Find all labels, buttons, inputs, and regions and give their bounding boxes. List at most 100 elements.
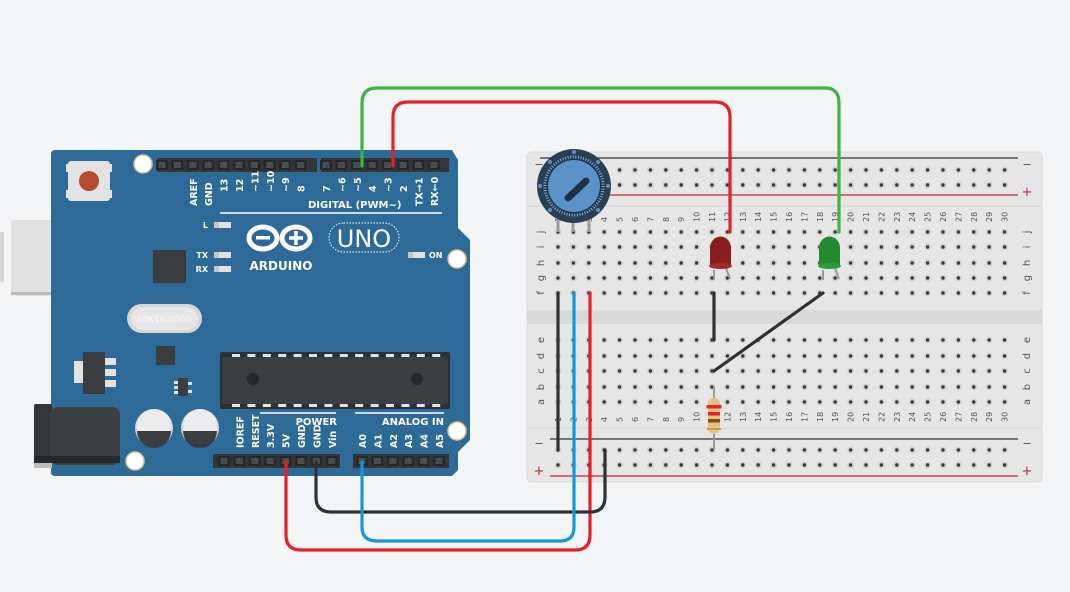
- digital-pin-4[interactable]: [366, 160, 379, 170]
- column-label: 9: [677, 217, 686, 222]
- digital-pin-aref[interactable]: [186, 160, 199, 170]
- digital-header[interactable]: [156, 158, 449, 172]
- column-label: 23: [893, 412, 902, 422]
- chip-pin: [247, 354, 256, 357]
- pin-label: IOREF: [235, 416, 246, 448]
- digital-pin-9[interactable]: [279, 160, 292, 170]
- power-header[interactable]: [213, 454, 340, 468]
- column-label: 30: [1001, 212, 1010, 222]
- arduino-uno-board[interactable]: SPK16.000G: [0, 150, 470, 476]
- black-wire-green-led[interactable]: [712, 291, 825, 373]
- power-pin-gnd[interactable]: [295, 456, 307, 466]
- row-label: g: [536, 275, 547, 281]
- column-label: 10: [693, 412, 702, 422]
- capacitor: [181, 409, 219, 448]
- led-rx: RX: [196, 265, 231, 274]
- column-label: 19: [831, 212, 840, 222]
- digital-pin-tx1[interactable]: [412, 160, 425, 170]
- potentiometer-knob[interactable]: [548, 160, 600, 212]
- digital-pin-6[interactable]: [335, 160, 348, 170]
- column-label: 28: [970, 412, 979, 422]
- pin-label: A5: [435, 434, 446, 448]
- pin-label: 12: [235, 179, 246, 192]
- row-label: g: [1022, 275, 1033, 281]
- transistor: [174, 378, 192, 396]
- top-rail-minus-label-right: −: [1022, 158, 1031, 171]
- row-label: j: [1022, 231, 1033, 235]
- pin-label: A0: [358, 434, 369, 448]
- column-label: 15: [770, 212, 779, 222]
- green-wire[interactable]: [360, 86, 841, 234]
- column-label: 10: [693, 212, 702, 222]
- chip-pin: [262, 354, 271, 357]
- pin-label: 5V: [282, 433, 293, 448]
- power-pin-spare[interactable]: [218, 456, 230, 466]
- svg-text:ARDUINO: ARDUINO: [250, 259, 313, 273]
- column-label: 21: [862, 412, 871, 422]
- red-wire-signal[interactable]: [391, 100, 732, 234]
- column-label: 21: [862, 212, 871, 222]
- row-label: c: [536, 368, 547, 374]
- chip-pin: [278, 404, 287, 407]
- led-red[interactable]: [709, 236, 732, 280]
- analog-header[interactable]: [353, 454, 449, 468]
- pin-label: RX←0: [430, 176, 441, 206]
- column-label: 27: [954, 412, 963, 422]
- column-label: 18: [816, 212, 825, 222]
- column-label: 29: [985, 212, 994, 222]
- top-rail-minus-label-left: −: [534, 158, 543, 171]
- black-wire-gnd[interactable]: [314, 448, 607, 514]
- mount-hole: [133, 154, 153, 174]
- power-pin-reset[interactable]: [248, 456, 261, 466]
- analog-pin-a4[interactable]: [417, 456, 430, 466]
- power-pin-33v[interactable]: [264, 456, 277, 466]
- digital-pin-10[interactable]: [263, 160, 276, 170]
- potentiometer[interactable]: [537, 149, 611, 232]
- row-label: b: [536, 384, 547, 390]
- column-label: 26: [939, 412, 948, 422]
- column-label: 24: [908, 412, 917, 422]
- digital-pin-3[interactable]: [381, 160, 394, 170]
- voltage-regulator: [74, 352, 116, 394]
- digital-pin-rx0[interactable]: [427, 160, 440, 170]
- column-label: 23: [893, 212, 902, 222]
- column-label: 4: [600, 217, 609, 222]
- analog-pin-a2[interactable]: [386, 456, 399, 466]
- chip-pin: [293, 404, 302, 407]
- led-on: ON: [408, 251, 443, 260]
- analog-pin-a1[interactable]: [371, 456, 384, 466]
- chip-pin: [293, 354, 302, 357]
- digital-pin-spare[interactable]: [171, 160, 184, 170]
- digital-pin-8[interactable]: [294, 160, 307, 170]
- digital-pin-13[interactable]: [217, 160, 230, 170]
- power-pin-vin[interactable]: [325, 456, 338, 466]
- pin-label: 2: [399, 185, 410, 192]
- resistor[interactable]: [706, 386, 722, 450]
- led-green[interactable]: [818, 236, 841, 280]
- digital-pin-2[interactable]: [397, 160, 409, 170]
- chip-pin: [386, 404, 394, 407]
- analog-pin-a5[interactable]: [433, 456, 445, 466]
- digital-header-label: DIGITAL (PWM~): [308, 200, 401, 211]
- digital-pin-7[interactable]: [320, 160, 332, 170]
- atmega-chip: [220, 352, 450, 409]
- digital-pin-12[interactable]: [233, 160, 245, 170]
- analog-header-label: ANALOG IN: [382, 417, 444, 428]
- blue-wire-analog[interactable]: [360, 291, 576, 543]
- column-label: 28: [970, 212, 979, 222]
- chip-pin: [309, 354, 317, 357]
- column-label: 8: [662, 217, 671, 222]
- digital-pin-gnd[interactable]: [202, 160, 215, 170]
- usb-chip: [153, 250, 186, 283]
- chip-pin: [339, 404, 348, 407]
- digital-pin-11[interactable]: [248, 160, 261, 170]
- red-wire-power[interactable]: [284, 291, 592, 552]
- digital-pin-5[interactable]: [350, 160, 363, 170]
- reset-button[interactable]: [66, 161, 112, 201]
- analog-pin-a3[interactable]: [402, 456, 415, 466]
- led-l: L: [203, 221, 231, 230]
- digital-pin-spare[interactable]: [156, 160, 168, 170]
- power-pin-ioref[interactable]: [233, 456, 246, 466]
